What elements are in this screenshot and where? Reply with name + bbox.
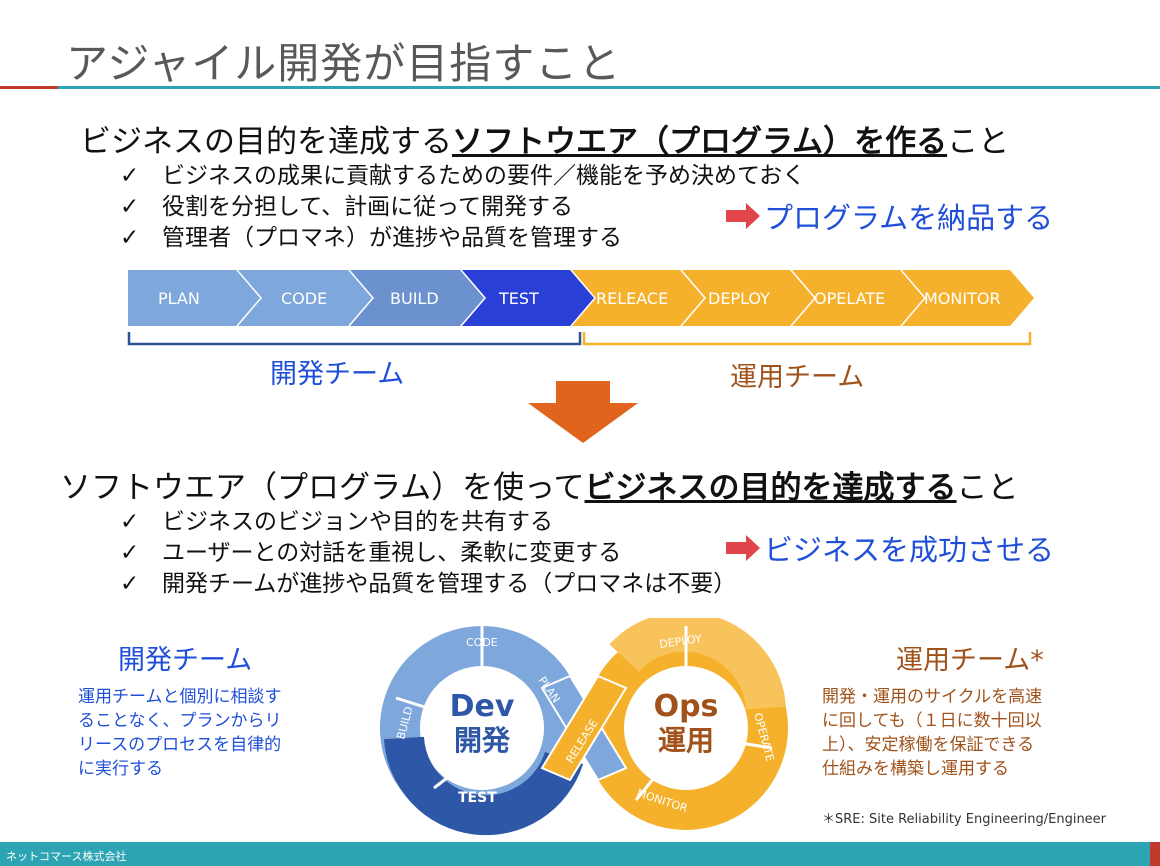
pipeline-stage-code: CODE [238,270,372,326]
pipeline-stage-monitor: MONITOR [902,270,1034,326]
dev-loop-test-segment [384,736,584,836]
ops-loop-deploy-segment [609,618,786,711]
release-band [540,674,628,782]
pipeline-stage-build: BUILD [350,270,484,326]
pipeline-stage-release: RELEACE [572,270,704,326]
svg-text:TEST: TEST [498,289,539,308]
down-arrow-icon [528,381,638,443]
svg-text:BUILD: BUILD [390,289,439,308]
ops-en-label: Ops [654,689,719,724]
company-name: ネットコマース株式会社 [6,850,127,863]
headline-post: こと [956,470,1019,506]
check-icon: ✓ [120,194,140,220]
dev-team-title: 開発チーム [118,645,253,676]
svg-text:MONITOR: MONITOR [924,289,1001,308]
check-icon: ✓ [120,540,140,566]
loop-code-label: CODE [466,636,498,649]
bullet-list-2: ✓ビジネスのビジョンや目的を共有する ✓ユーザーとの対話を重視し、柔軟に変更する… [120,507,736,600]
ops-team-description: 開発・運用のサイクルを高速 に回しても（１日に数十回以 上）、安定稼働を保証でき… [822,687,1043,779]
red-arrow-icon [726,203,760,229]
headline-pre: ソフトウエア（プログラム）を使って [60,470,585,506]
headline-bold: ソフトウエア（プログラム）を作る [452,124,948,160]
svg-text:OPELATE: OPELATE [814,289,885,308]
list-item: ✓開発チームが進捗や品質を管理する（プロマネは不要） [120,569,736,600]
headline-pre: ビジネスの目的を達成する [80,124,452,160]
svg-text:RELEACE: RELEACE [596,289,668,308]
loop-test-label: TEST [458,790,497,806]
footer-accent [1150,842,1160,866]
pipeline-stage-test: TEST [462,270,594,326]
pipeline-stage-plan: PLAN [128,270,260,326]
devops-infinity-loop: Dev 開発 Ops 運用 CODE PLAN BUILD TEST RELEA… [380,618,788,836]
svg-text:DEPLOY: DEPLOY [708,289,770,308]
ops-ja-label: 運用 [658,724,714,757]
result-deliver-program: プログラムを納品する [726,195,1053,237]
dev-team-description: 運用チームと個別に相談す ることなく、プランからリ リースのプロセスを自律的 に… [78,687,282,779]
list-item: ✓ビジネスのビジョンや目的を共有する [120,507,736,538]
ops-bracket [582,332,1032,346]
red-arrow-icon [726,535,760,561]
svg-text:PLAN: PLAN [158,289,200,308]
bullet-list-1: ✓ビジネスの成果に貢献するための要件／機能を予め決めておく ✓役割を分担して、計… [120,161,805,254]
headline-post: こと [947,124,1010,160]
list-item: ✓ユーザーとの対話を重視し、柔軟に変更する [120,538,736,569]
check-icon: ✓ [120,509,140,535]
pipeline-ops-team-label: 運用チーム [730,362,865,393]
dev-bracket [127,332,582,346]
result-business-success: ビジネスを成功させる [726,527,1054,569]
loop-deploy-label: DEPLOY [659,632,703,651]
devops-pipeline: PLAN CODE BUILD TEST RELEACE DEPLOY OPEL… [128,270,1034,326]
sre-footnote: ＊SRE: Site Reliability Engineering/Engin… [822,812,1107,827]
headline-achieve-business: ソフトウエア（プログラム）を使ってビジネスの目的を達成すること [60,462,1019,507]
check-icon: ✓ [120,571,140,597]
svg-text:CODE: CODE [281,289,327,308]
footer-bar: ネットコマース株式会社 [0,842,1160,866]
pipeline-dev-team-label: 開発チーム [270,359,405,390]
list-item: ✓ビジネスの成果に貢献するための要件／機能を予め決めておく [120,161,805,192]
headline-bold: ビジネスの目的を達成する [584,470,957,506]
check-icon: ✓ [120,225,140,251]
title-underline [0,86,1160,89]
dev-ja-label: 開発 [454,724,511,757]
slide-title: アジャイル開発が目指すこと [66,39,622,88]
pipeline-stage-operate: OPELATE [792,270,924,326]
team-brackets [127,332,1032,346]
headline-build-software: ビジネスの目的を達成するソフトウエア（プログラム）を作ること [80,116,1009,161]
list-item: ✓管理者（プロマネ）が進捗や品質を管理する [120,223,805,254]
check-icon: ✓ [120,163,140,189]
list-item: ✓役割を分担して、計画に従って開発する [120,192,805,223]
dev-en-label: Dev [450,689,515,724]
ops-team-title: 運用チーム* [896,645,1044,676]
pipeline-stage-deploy: DEPLOY [682,270,814,326]
